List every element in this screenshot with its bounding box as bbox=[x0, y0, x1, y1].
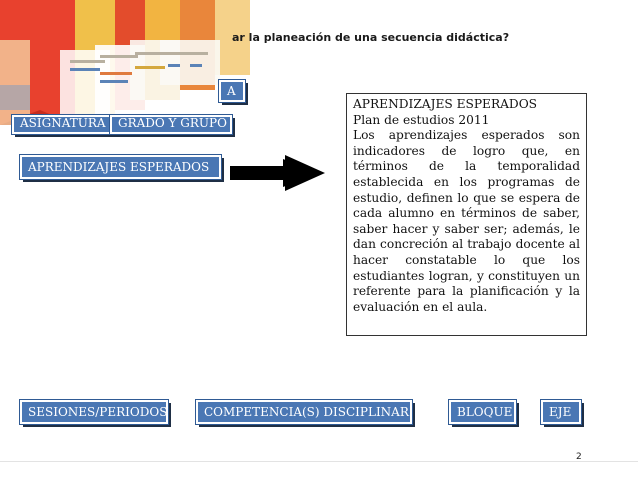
box-body: Los aprendizajes esperados son indicador… bbox=[353, 128, 580, 315]
box-heading: APRENDIZAJES ESPERADOS bbox=[353, 97, 580, 113]
page-title: ar la planeación de una secuencia didáct… bbox=[232, 31, 509, 44]
asignatura-button[interactable]: ASIGNATURA bbox=[12, 115, 114, 134]
sesiones-periodos-button[interactable]: SESIONES/PERIODOS bbox=[20, 400, 168, 424]
grado-grupo-button[interactable]: GRADO Y GRUPO bbox=[110, 115, 232, 134]
competencia-disciplinar-button[interactable]: COMPETENCIA(S) DISCIPLINAR bbox=[196, 400, 412, 424]
bloque-button[interactable]: BLOQUE bbox=[449, 400, 516, 424]
aprendizajes-definition-box: APRENDIZAJES ESPERADOS Plan de estudios … bbox=[346, 93, 587, 336]
box-subheading: Plan de estudios 2011 bbox=[353, 113, 580, 129]
booklet-covers-image bbox=[0, 0, 250, 130]
aprendizajes-esperados-button[interactable]: APRENDIZAJES ESPERADOS bbox=[20, 155, 221, 179]
tab-partial-a[interactable]: A bbox=[219, 80, 245, 102]
arrow-right-icon bbox=[230, 153, 330, 193]
eje-button[interactable]: EJE bbox=[541, 400, 581, 424]
footer-divider bbox=[0, 461, 638, 462]
